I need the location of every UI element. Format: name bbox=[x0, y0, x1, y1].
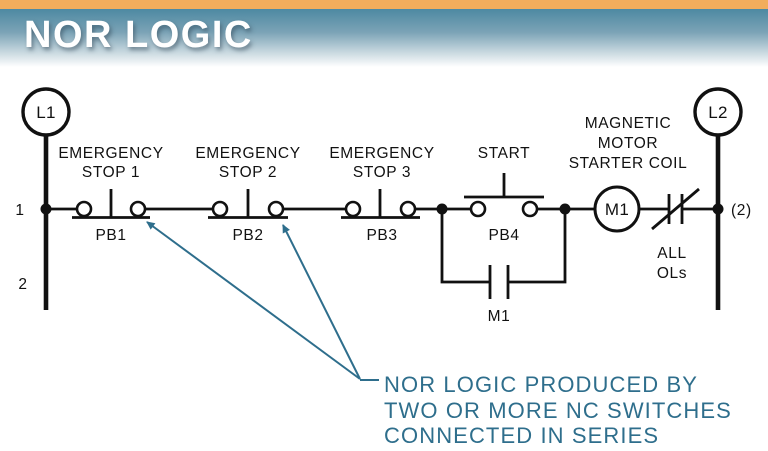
annotation-line3: CONNECTED IN SERIES bbox=[384, 423, 659, 448]
pb2-tag: PB2 bbox=[232, 227, 263, 244]
ol-label-line2: OLs bbox=[657, 265, 687, 282]
pb3-right-terminal bbox=[399, 200, 417, 218]
pb3-tag: PB3 bbox=[366, 227, 397, 244]
page-title: NOR LOGIC bbox=[24, 14, 253, 56]
callout-arrow-to-pb1 bbox=[146, 221, 361, 380]
wire-reference-2: (2) bbox=[731, 202, 752, 219]
stop1-name-line2: STOP 1 bbox=[82, 164, 140, 181]
pb3-left-terminal bbox=[344, 200, 362, 218]
l2-terminal: L2 bbox=[693, 87, 743, 137]
l1-terminal: L1 bbox=[21, 87, 71, 137]
nc-pushbutton-pb2: EMERGENCY STOP 2 PB2 bbox=[195, 145, 300, 244]
pb4-right-terminal bbox=[521, 200, 539, 218]
l1-label: L1 bbox=[36, 103, 56, 122]
line-1-number: 1 bbox=[15, 202, 24, 219]
callout-arrow-to-pb2 bbox=[282, 224, 361, 380]
motor-starter-coil: MAGNETIC MOTOR STARTER COIL M1 bbox=[569, 115, 688, 233]
junction-branch-left bbox=[436, 203, 448, 215]
top-accent-bar bbox=[0, 0, 768, 9]
stop1-name-line1: EMERGENCY bbox=[58, 145, 163, 162]
m1-coil-circle bbox=[593, 185, 641, 233]
pb4-left-terminal bbox=[469, 200, 487, 218]
coil-name-line3: STARTER COIL bbox=[569, 155, 688, 172]
m1-contact-tag: M1 bbox=[488, 308, 511, 325]
header-band bbox=[0, 9, 768, 67]
junction-branch-right bbox=[559, 203, 571, 215]
stop2-name-line1: EMERGENCY bbox=[195, 145, 300, 162]
pb1-tag: PB1 bbox=[95, 227, 126, 244]
m1-holding-contact-branch: M1 bbox=[440, 209, 567, 325]
overload-contact: ALL OLs bbox=[651, 187, 700, 282]
stop3-name-line2: STOP 3 bbox=[353, 164, 411, 181]
coil-name-line1: MAGNETIC bbox=[585, 115, 672, 132]
annotation-callout: NOR LOGIC PRODUCED BY TWO OR MORE NC SWI… bbox=[146, 221, 732, 448]
ol-label-line1: ALL bbox=[657, 245, 686, 262]
branch-left-wire bbox=[440, 209, 490, 284]
junction-right-rail bbox=[712, 203, 724, 215]
m1-coil-tag: M1 bbox=[605, 200, 629, 219]
annotation-line1: NOR LOGIC PRODUCED BY bbox=[384, 372, 698, 397]
nc-pushbutton-pb1: EMERGENCY STOP 1 PB1 bbox=[58, 145, 163, 244]
pb2-right-terminal bbox=[267, 200, 285, 218]
stop2-name-line2: STOP 2 bbox=[219, 164, 277, 181]
pb1-right-terminal bbox=[129, 200, 147, 218]
start-name: START bbox=[478, 145, 530, 162]
junction-dots bbox=[40, 203, 724, 215]
annotation-line2: TWO OR MORE NC SWITCHES bbox=[384, 398, 732, 423]
line-2-number: 2 bbox=[18, 276, 27, 293]
branch-right-wire bbox=[508, 209, 567, 284]
pb4-tag: PB4 bbox=[488, 227, 519, 244]
ol-slash bbox=[651, 187, 700, 231]
junction-left-rail bbox=[40, 203, 52, 215]
no-pushbutton-pb4: START PB4 bbox=[464, 145, 544, 244]
stop3-name-line1: EMERGENCY bbox=[329, 145, 434, 162]
coil-name-line2: MOTOR bbox=[598, 135, 658, 152]
l2-label: L2 bbox=[708, 103, 728, 122]
nc-pushbutton-pb3: EMERGENCY STOP 3 PB3 bbox=[329, 145, 434, 244]
pb1-left-terminal bbox=[75, 200, 93, 218]
pb2-left-terminal bbox=[211, 200, 229, 218]
